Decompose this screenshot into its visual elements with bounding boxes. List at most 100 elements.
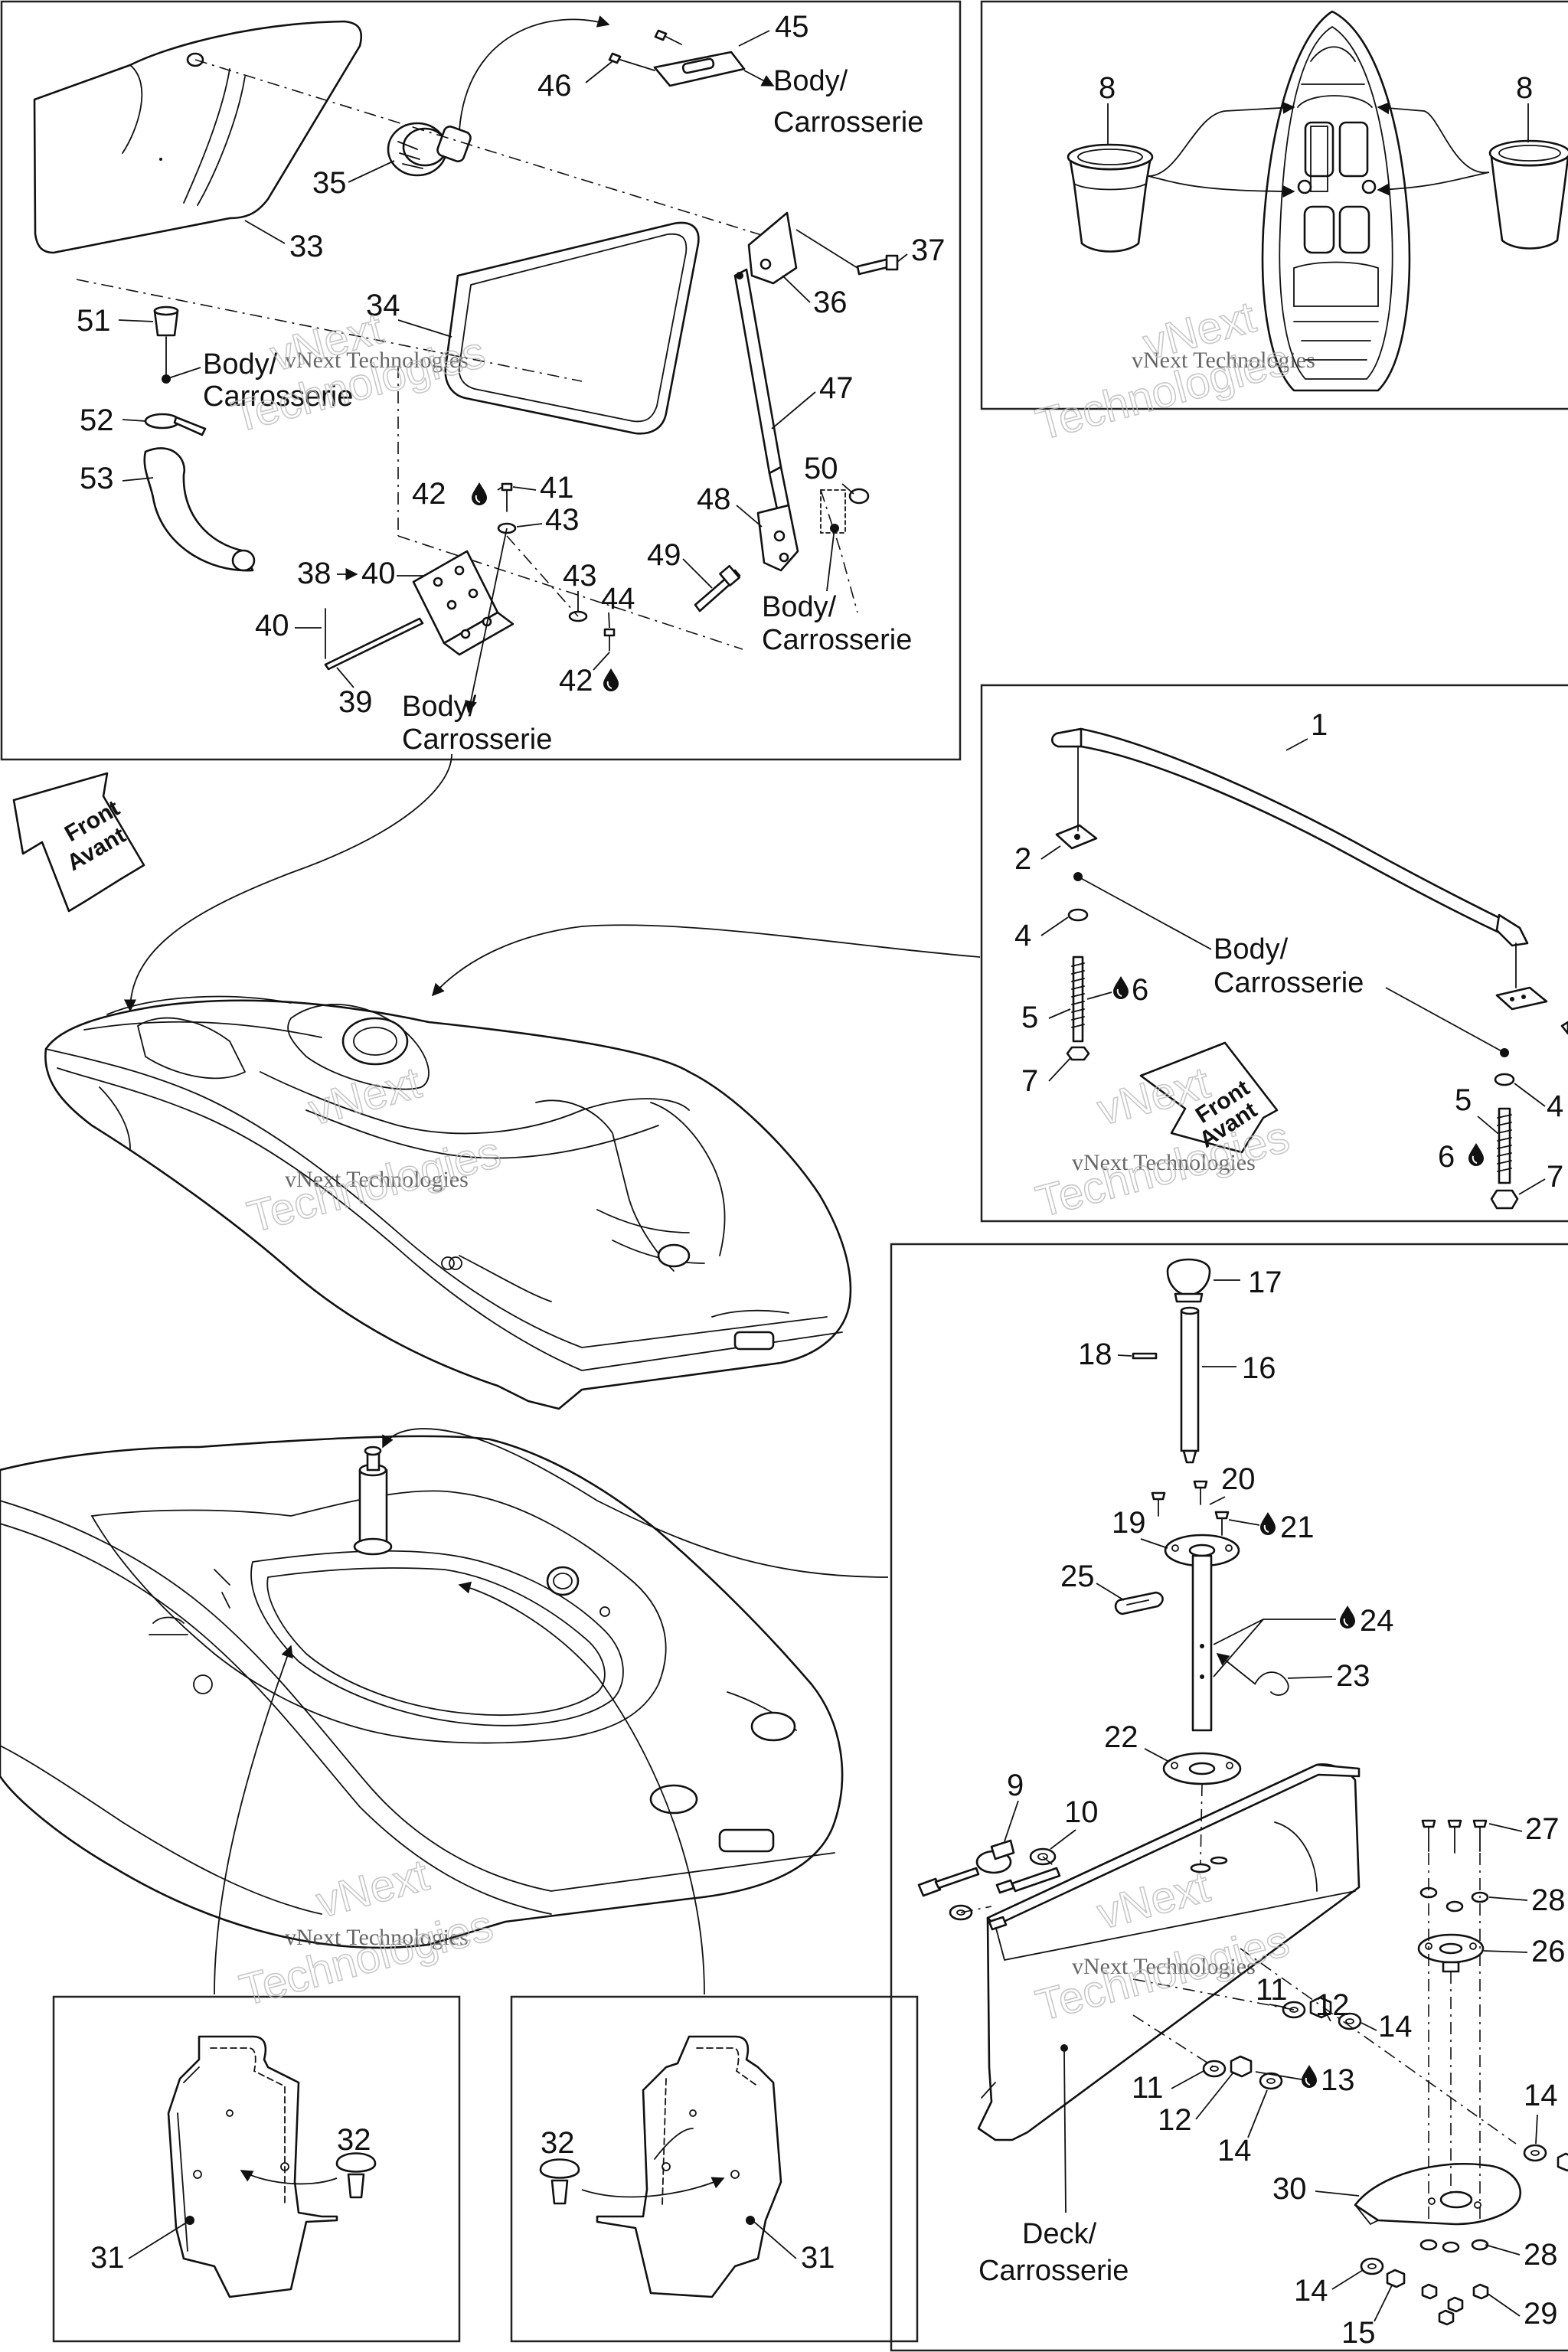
mounting-bracket [1354, 2162, 1522, 2226]
label-14-mid: 14 [1217, 2134, 1252, 2167]
engine-cover [33, 20, 363, 254]
label-18: 18 [1078, 1338, 1112, 1371]
label-32-left: 32 [337, 2123, 371, 2157]
label-8-right: 8 [1516, 71, 1533, 105]
label-45: 45 [775, 10, 809, 44]
boat-hull [44, 999, 852, 1410]
body-label-hinge-1: Body/ [402, 691, 477, 723]
detail-right [539, 2035, 782, 2298]
label-22: 22 [1104, 1720, 1138, 1754]
label-40-left: 40 [255, 609, 289, 642]
label-7-left: 7 [1021, 1064, 1038, 1098]
label-26: 26 [1531, 1935, 1566, 1968]
watermark-line-f1: vNext Technologies [1072, 1954, 1256, 1979]
label-25: 25 [1060, 1560, 1095, 1593]
label-19: 19 [1112, 1506, 1146, 1540]
label-32-right: 32 [541, 2126, 575, 2160]
deck-label-2: Carrosserie [978, 2255, 1129, 2287]
panel-grab-handle [980, 684, 1568, 1223]
watermark-outline-d2: Technologies [1031, 1112, 1295, 1227]
label-27: 27 [1525, 1812, 1560, 1846]
label-30: 30 [1272, 2172, 1307, 2206]
label-28-bottom: 28 [1524, 2238, 1558, 2272]
cup-holder-right [1490, 155, 1568, 250]
label-47: 47 [819, 371, 854, 405]
label-38: 38 [297, 557, 332, 590]
body-label-hinge-2: Carrosserie [402, 724, 552, 756]
label-24: 24 [1360, 1604, 1394, 1638]
grab-handle [1055, 727, 1521, 942]
pylon-knob [1166, 1258, 1211, 1297]
label-35: 35 [312, 166, 347, 200]
label-42-bottom: 42 [559, 664, 593, 697]
label-40-right: 40 [361, 557, 396, 590]
pylon-tube [1191, 1554, 1213, 1732]
latch [387, 122, 472, 177]
label-17: 17 [1248, 1266, 1282, 1299]
watermark-line-c1: vNext Technologies [285, 1167, 469, 1192]
label-11-top: 11 [1256, 1973, 1288, 2007]
label-13: 13 [1321, 2063, 1355, 2097]
label-52: 52 [80, 403, 114, 437]
label-33: 33 [289, 230, 324, 263]
label-43-bottom: 43 [563, 559, 597, 593]
label-23: 23 [1336, 1659, 1370, 1693]
label-7-right: 7 [1547, 1160, 1563, 1194]
label-21: 21 [1280, 1511, 1315, 1544]
label-44: 44 [601, 582, 635, 616]
label-36: 36 [813, 286, 848, 319]
body-label-fill-1: Body/ [203, 348, 278, 381]
label-5-left: 5 [1021, 1001, 1038, 1034]
label-11-bottom: 11 [1132, 2071, 1164, 2105]
body-label-top-1: Body/ [773, 65, 848, 97]
label-16: 16 [1242, 1351, 1276, 1385]
label-50: 50 [804, 452, 838, 485]
watermark-line-a1: vNext Technologies [285, 348, 469, 373]
pylon-post [1180, 1309, 1200, 1452]
label-20: 20 [1221, 1462, 1256, 1496]
label-34: 34 [366, 289, 400, 322]
pylon-group [917, 1258, 1568, 2326]
grab-handle-group [1050, 727, 1568, 1210]
label-51: 51 [77, 304, 111, 338]
label-29: 29 [1524, 2297, 1558, 2331]
label-12-bottom: 12 [1158, 2103, 1192, 2137]
label-41: 41 [540, 471, 574, 505]
gas-spring [733, 268, 782, 475]
label-15: 15 [1341, 2316, 1376, 2350]
cup-holder-left [1069, 159, 1152, 253]
gas-spring-bracket [747, 211, 798, 285]
seal-frame [444, 221, 700, 435]
panel-detail-right [510, 1995, 919, 2343]
label-48: 48 [697, 482, 731, 516]
panel-pylon [890, 1243, 1568, 2352]
body-label-right-2: Carrosserie [762, 624, 912, 656]
label-14-bottom: 14 [1294, 2274, 1328, 2308]
panel-top-left [0, 0, 962, 761]
engine-cover-group [33, 15, 899, 714]
boat-top-view [1261, 10, 1411, 392]
panel-detail-left [52, 1995, 461, 2343]
label-14-top: 14 [1378, 2010, 1413, 2043]
label-4-right: 4 [1547, 1089, 1563, 1123]
watermark-line-b1: vNext Technologies [1132, 348, 1315, 373]
label-49: 49 [647, 538, 681, 572]
detail-left [167, 2035, 377, 2298]
boat-side-view [44, 995, 852, 1410]
body-label-right-1: Body/ [762, 591, 837, 623]
label-5-right: 5 [1455, 1083, 1472, 1117]
hinge [412, 550, 514, 656]
label-53: 53 [80, 462, 114, 495]
label-37: 37 [911, 234, 946, 267]
label-28-top: 28 [1531, 1883, 1566, 1917]
label-9: 9 [1007, 1769, 1024, 1802]
label-46: 46 [537, 69, 572, 103]
body-label-top-2: Carrosserie [773, 106, 923, 139]
panel-top-right [980, 0, 1568, 410]
label-6-right: 6 [1438, 1140, 1455, 1174]
label-31-left: 31 [90, 2241, 125, 2275]
front-direction-arrow [12, 772, 145, 913]
grease-drop-icon [471, 482, 488, 506]
cup-holder-group [1067, 10, 1568, 392]
